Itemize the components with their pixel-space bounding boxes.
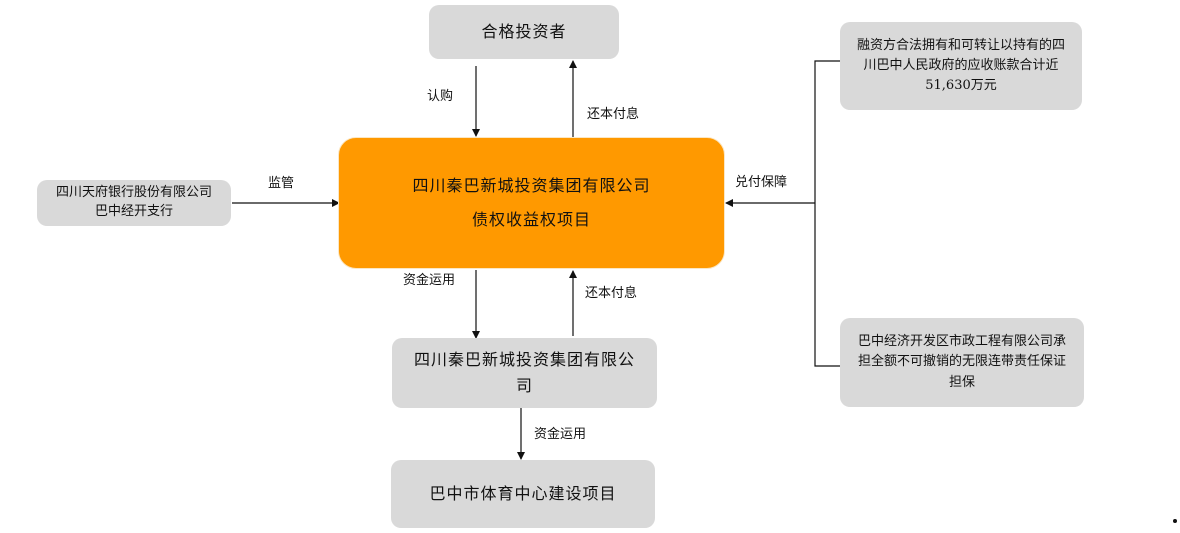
node-investor: 合格投资者	[429, 5, 619, 59]
label-repay-top: 还本付息	[587, 107, 640, 122]
node-guarantee-label: 巴中经济开发区市政工程有限公司承担全额不可撤销的无限连带责任保证担保	[857, 334, 1066, 390]
label-repay-bottom: 还本付息	[585, 286, 638, 301]
bracket-guarantee	[814, 60, 840, 367]
label-funds-use-1: 资金运用	[403, 273, 456, 288]
label-payment-guarantee: 兑付保障	[735, 175, 788, 190]
node-center-line2: 债权收益权项目	[471, 210, 591, 229]
node-receivables-label: 融资方合法拥有和可转让以持有的四川巴中人民政府的应收账款合计近51,630万元	[856, 37, 1065, 94]
corner-dot	[1173, 519, 1177, 523]
node-guarantee: 巴中经济开发区市政工程有限公司承担全额不可撤销的无限连带责任保证担保	[840, 318, 1084, 407]
node-bank-label: 四川天府银行股份有限公司巴中经开支行	[55, 185, 212, 219]
node-center-line1: 四川秦巴新城投资集团有限公司	[412, 176, 651, 196]
label-subscribe: 认购	[427, 89, 454, 104]
label-funds-use-2: 资金运用	[534, 427, 587, 442]
node-project-label: 巴中市体育中心建设项目	[429, 483, 617, 503]
node-sports-center-project: 巴中市体育中心建设项目	[391, 460, 655, 528]
node-issuer: 四川秦巴新城投资集团有限公司	[392, 338, 657, 408]
node-receivables: 融资方合法拥有和可转让以持有的四川巴中人民政府的应收账款合计近51,630万元	[840, 22, 1082, 110]
node-issuer-label: 四川秦巴新城投资集团有限公司	[414, 349, 636, 395]
node-bank: 四川天府银行股份有限公司巴中经开支行	[37, 180, 231, 226]
node-investor-label: 合格投资者	[481, 21, 567, 41]
label-supervise: 监管	[268, 176, 295, 191]
node-center-project: 四川秦巴新城投资集团有限公司 债权收益权项目	[338, 137, 725, 269]
